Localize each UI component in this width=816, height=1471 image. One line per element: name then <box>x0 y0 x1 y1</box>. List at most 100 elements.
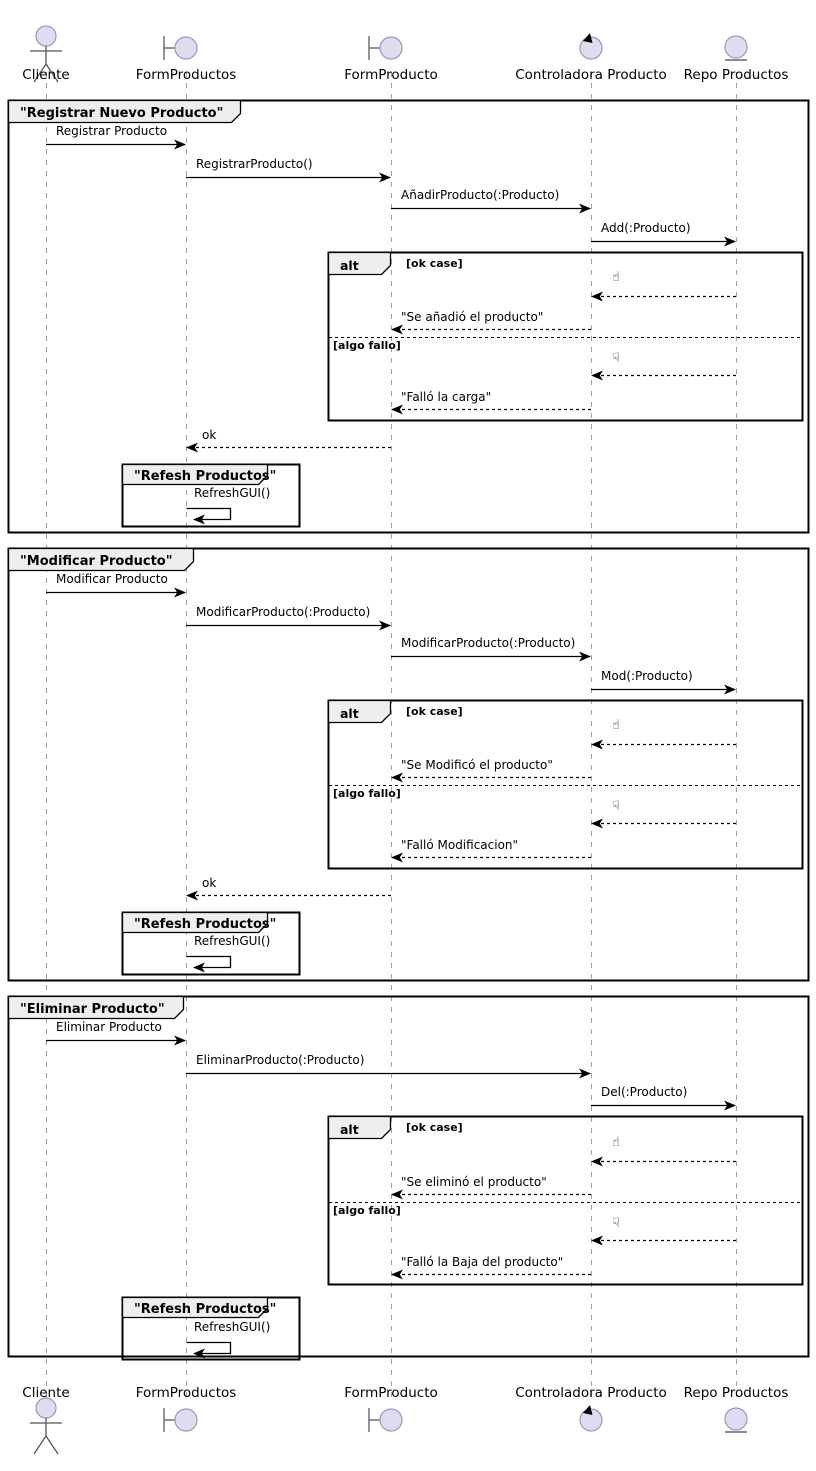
actor-leg-r <box>45 1435 59 1455</box>
actor-leg-r <box>45 63 59 83</box>
actor-icon-bottom-cliente <box>30 1397 62 1455</box>
alt-eliminar-title: alt <box>340 1121 359 1137</box>
group-modificar-title: "Modificar Producto" <box>20 553 173 569</box>
message-label-registrar-1: RegistrarProducto() <box>196 157 313 171</box>
boundary-circle <box>174 36 198 60</box>
boundary-circle <box>379 1408 403 1432</box>
actor-icon-top-cliente <box>30 25 62 83</box>
entity-icon-top-repo <box>724 35 748 61</box>
message-label-modificar-2: ModificarProducto(:Producto) <box>401 636 576 650</box>
participant-label-top-controladora: Controladora Producto <box>515 67 667 83</box>
refresh-eliminar-header-tab <box>121 1296 269 1319</box>
alt-registrar-title: alt <box>340 257 359 273</box>
self-message-label-modificar: RefreshGUI() <box>194 934 271 948</box>
alt-message-label-registrar-1-1: "Falló la carga" <box>401 390 492 404</box>
participant-label-bottom-formproducto: FormProducto <box>344 1385 438 1401</box>
participant-label-top-formproductos: FormProductos <box>135 67 237 83</box>
group-eliminar-header-tab <box>7 995 185 1020</box>
self-message-loop-modificar <box>186 955 232 973</box>
boundary-circle <box>174 1408 198 1432</box>
participant-label-bottom-controladora: Controladora Producto <box>515 1385 667 1401</box>
actor-head <box>35 25 57 47</box>
entity-circle <box>724 35 748 59</box>
messages-layer <box>46 139 736 1359</box>
message-label-eliminar-1: EliminarProducto(:Producto) <box>196 1053 365 1067</box>
alt-message-label-modificar-1-1: "Falló Modificacion" <box>401 838 519 852</box>
refresh-modificar-frame <box>121 911 301 976</box>
alt-condition-modificar-0: [ok case] <box>406 705 463 718</box>
refresh-registrar-title: "Refesh Productos" <box>134 468 277 484</box>
message-label-eliminar-2: Del(:Producto) <box>601 1085 688 1099</box>
control-icon-top-controladora <box>579 33 603 60</box>
control-icon-bottom-controladora <box>579 1405 603 1432</box>
self-message-loop-eliminar <box>186 1341 232 1359</box>
refresh-modificar-header-tab <box>121 911 269 934</box>
thumbs-up-icon-modificar-0: ☝ <box>612 718 620 733</box>
participant-label-bottom-formproductos: FormProductos <box>135 1385 237 1401</box>
boundary-icon-top-formproductos <box>163 36 198 60</box>
message-label-registrar-0: Registrar Producto <box>56 124 168 138</box>
alt-condition-registrar-1: [algo fallo] <box>333 339 401 352</box>
refresh-registrar-frame <box>121 463 301 528</box>
participant-label-bottom-repo: Repo Productos <box>683 1385 789 1401</box>
alt-message-label-eliminar-1-1: "Falló la Baja del producto" <box>401 1255 564 1269</box>
group-registrar-border <box>7 99 810 534</box>
actor-leg-l <box>33 1435 47 1455</box>
alt-condition-eliminar-0: [ok case] <box>406 1121 463 1134</box>
return-label-modificar: ok <box>202 876 217 890</box>
participant-label-top-formproducto: FormProducto <box>344 67 438 83</box>
entity-icon-bottom-repo <box>724 1407 748 1433</box>
group-registrar-title: "Registrar Nuevo Producto" <box>20 105 224 121</box>
alt-modificar-frame <box>327 699 804 870</box>
participant-icons-layer <box>30 25 748 1455</box>
refresh-eliminar-frame <box>121 1296 301 1361</box>
alt-registrar-border <box>327 251 804 422</box>
group-registrar-header-tab <box>7 99 242 124</box>
alt-eliminar-border <box>327 1115 804 1286</box>
thumbs-down-icon-eliminar-1: ☟ <box>612 1216 620 1231</box>
alt-eliminar-header-tab <box>327 1115 392 1140</box>
boundary-circle <box>379 36 403 60</box>
message-label-modificar-3: Mod(:Producto) <box>601 669 693 683</box>
alt-condition-eliminar-1: [algo fallo] <box>333 1204 401 1217</box>
group-registrar-frame <box>7 99 810 534</box>
alt-modificar-header-tab <box>327 699 392 724</box>
group-modificar-header-tab <box>7 547 195 572</box>
refresh-registrar-header-tab <box>121 463 269 486</box>
lifelines-layer <box>46 72 737 1400</box>
thumbs-up-icon-registrar-0: ☝ <box>612 270 620 285</box>
entity-circle <box>724 1407 748 1431</box>
message-label-registrar-2: AñadirProducto(:Producto) <box>401 188 560 202</box>
boundary-icon-top-formproducto <box>368 36 403 60</box>
refresh-modificar-title: "Refesh Productos" <box>134 916 277 932</box>
return-label-registrar: ok <box>202 428 217 442</box>
control-arrow <box>583 33 593 43</box>
self-message-loop-registrar <box>186 507 232 525</box>
group-eliminar-frame <box>7 995 810 1358</box>
message-label-modificar-1: ModificarProducto(:Producto) <box>196 605 371 619</box>
alt-registrar-frame <box>327 251 804 422</box>
thumbs-up-icon-eliminar-0: ☝ <box>612 1135 620 1150</box>
groups-layer <box>7 99 810 1361</box>
group-eliminar-title: "Eliminar Producto" <box>20 1001 165 1017</box>
alt-registrar-header-tab <box>327 251 392 276</box>
message-label-eliminar-0: Eliminar Producto <box>56 1020 162 1034</box>
actor-leg-l <box>33 63 47 83</box>
message-label-modificar-0: Modificar Producto <box>56 572 168 586</box>
group-eliminar-border <box>7 995 810 1358</box>
group-modificar-frame <box>7 547 810 982</box>
thumbs-down-icon-modificar-1: ☟ <box>612 799 620 814</box>
alt-condition-registrar-0: [ok case] <box>406 257 463 270</box>
alt-message-label-modificar-0-1: "Se Modificó el producto" <box>401 758 553 772</box>
alt-message-label-eliminar-0-1: "Se eliminó el producto" <box>401 1175 547 1189</box>
alt-condition-modificar-1: [algo fallo] <box>333 787 401 800</box>
participant-label-top-cliente: Cliente <box>22 67 70 83</box>
alt-modificar-border <box>327 699 804 870</box>
refresh-eliminar-title: "Refesh Productos" <box>134 1301 277 1317</box>
control-arrow <box>583 1405 593 1415</box>
actor-head <box>35 1397 57 1419</box>
message-label-registrar-3: Add(:Producto) <box>601 221 691 235</box>
self-message-label-eliminar: RefreshGUI() <box>194 1320 271 1334</box>
